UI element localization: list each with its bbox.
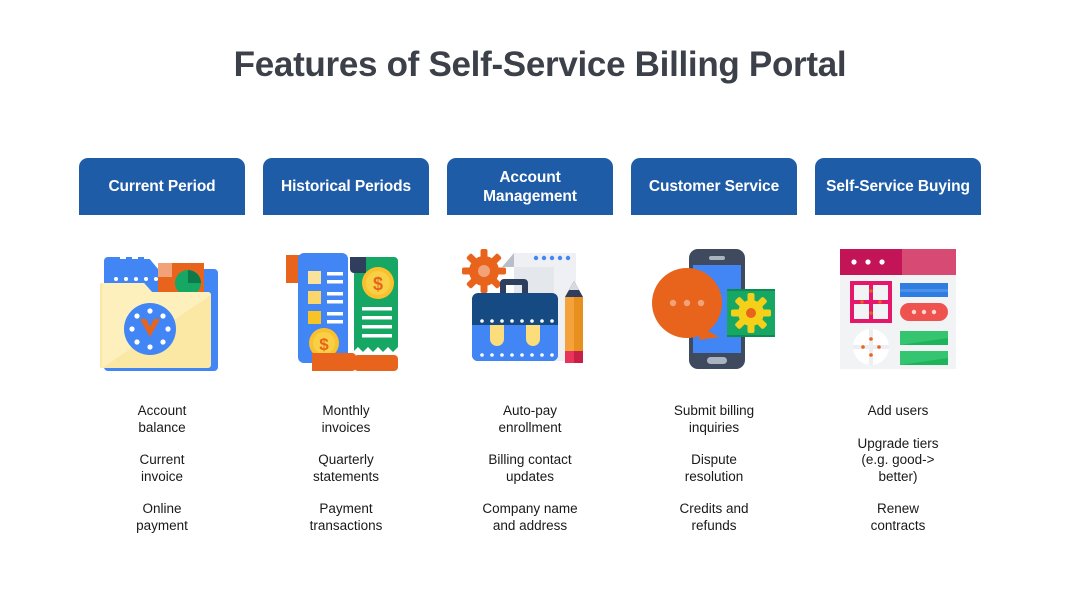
feature-list-account-management: Auto-pay enrollment Billing contact upda…	[442, 403, 618, 534]
feature-item: Online payment	[136, 501, 188, 533]
feature-item: Auto-pay enrollment	[498, 403, 562, 435]
page-title: Features of Self-Service Billing Portal	[233, 45, 847, 84]
column-historical-periods: Historical Periods $	[263, 158, 429, 534]
folder-clock-report-icon	[79, 245, 245, 373]
feature-item: Current invoice	[139, 452, 185, 484]
feature-item: Upgrade tiers (e.g. good-> better)	[857, 435, 939, 484]
column-header-self-service-buying[interactable]: Self-Service Buying	[815, 158, 981, 215]
feature-item: Submit billing inquiries	[673, 403, 755, 435]
column-account-management: Account Management	[447, 158, 613, 534]
feature-list-customer-service: Submit billing inquiries Dispute resolut…	[626, 403, 802, 534]
feature-item: Credits and refunds	[679, 501, 749, 533]
column-current-period: Current Period	[79, 158, 245, 534]
column-header-current-period[interactable]: Current Period	[79, 158, 245, 215]
feature-item: Company name and address	[482, 501, 578, 533]
svg-text:$: $	[373, 274, 383, 294]
column-self-service-buying: Self-Service Buying	[815, 158, 981, 534]
feature-item: Account balance	[137, 403, 187, 435]
column-header-historical-periods[interactable]: Historical Periods	[263, 158, 429, 215]
column-header-customer-service[interactable]: Customer Service	[631, 158, 797, 215]
invoice-receipts-icon: $ $	[263, 245, 429, 373]
feature-list-historical-periods: Monthly invoices Quarterly statements Pa…	[258, 403, 434, 534]
svg-text:$: $	[319, 335, 329, 354]
feature-item: Renew contracts	[870, 501, 926, 533]
feature-item: Dispute resolution	[684, 452, 744, 484]
feature-item: Monthly invoices	[321, 403, 371, 435]
feature-item: Quarterly statements	[312, 452, 380, 484]
browser-dashboard-icon	[815, 245, 981, 373]
feature-list-current-period: Account balance Current invoice Online p…	[74, 403, 250, 534]
feature-item: Payment transactions	[309, 501, 383, 533]
column-header-account-management[interactable]: Account Management	[447, 158, 613, 215]
feature-item: Add users	[867, 403, 929, 418]
feature-item: Billing contact updates	[488, 452, 572, 484]
smartphone-chat-support-icon	[631, 245, 797, 373]
feature-list-self-service-buying: Add users Upgrade tiers (e.g. good-> bet…	[810, 403, 986, 534]
feature-columns: Current Period	[79, 158, 981, 534]
briefcase-notepad-pencil-gear-icon	[447, 245, 613, 373]
column-customer-service: Customer Service	[631, 158, 797, 534]
